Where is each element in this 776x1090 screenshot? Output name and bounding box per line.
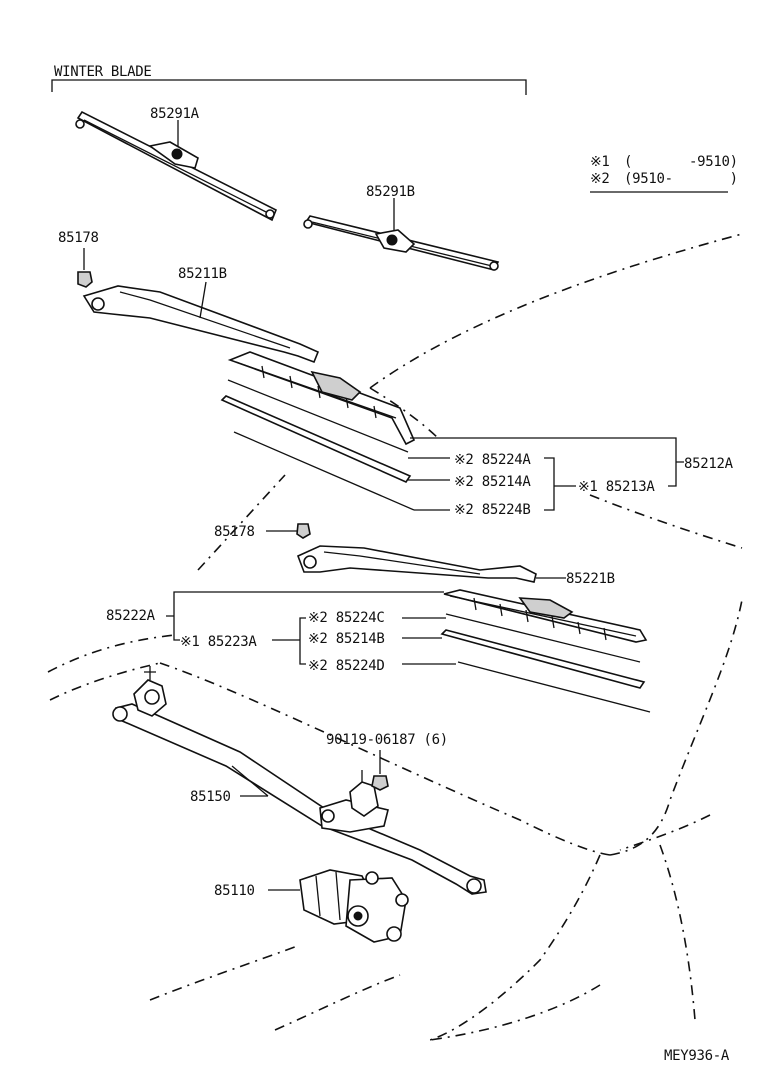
legend: ※1 ( -9510) ※2 (9510- ) — [590, 154, 738, 193]
label-85178-mid: 85178 — [214, 524, 255, 540]
bracket-85213a — [544, 457, 576, 511]
winter-blade-85291b-drawing — [303, 215, 500, 271]
strip-85224b-drawing — [233, 431, 415, 511]
label-85178-top: 85178 — [58, 230, 99, 246]
bracket-85223a — [272, 617, 306, 665]
label-85222a: 85222A — [106, 608, 156, 624]
nut-85178-top-drawing — [77, 271, 93, 288]
label-85224a: ※2 85224A — [454, 452, 531, 468]
winter-blade-bracket — [51, 79, 527, 95]
label-85211b: 85211B — [178, 266, 227, 282]
bolt-90119-drawing — [371, 775, 389, 791]
winter-blade-85291a-drawing — [75, 110, 278, 222]
legend-range-1: ( -9510) — [624, 154, 738, 170]
label-85224b: ※2 85224B — [454, 502, 530, 518]
winter-blade-header: WINTER BLADE — [54, 64, 152, 80]
label-85214a: ※2 85214A — [454, 474, 531, 490]
label-85223a: ※1 85223A — [180, 634, 257, 650]
label-85291b: 85291B — [366, 184, 415, 200]
strip-85214a-drawing — [220, 395, 412, 484]
label-85110: 85110 — [214, 883, 255, 899]
wiper-blade-85222a-drawing — [443, 589, 648, 643]
bracket-85212a — [410, 437, 684, 487]
wiper-link-85150-drawing — [112, 666, 487, 895]
label-85150: 85150 — [190, 789, 231, 805]
nut-85178-mid-drawing — [296, 523, 311, 539]
leader-85150-tip — [231, 765, 269, 797]
label-85212a: 85212A — [684, 456, 734, 472]
vehicle-body-outline — [47, 233, 743, 1041]
wiper-motor-85110-drawing — [299, 869, 409, 943]
strip-85214b-drawing — [440, 629, 646, 689]
label-85221b: 85221B — [566, 571, 615, 587]
strip-85224c-drawing — [445, 613, 641, 663]
legend-mark-1: ※1 — [590, 154, 610, 170]
label-90119: 90119-06187 (6) — [326, 732, 448, 748]
label-85214b: ※2 85214B — [308, 631, 384, 647]
legend-range-2: (9510- ) — [624, 171, 738, 187]
strip-85224a-drawing — [227, 379, 409, 453]
strip-85224d-drawing — [457, 661, 651, 713]
wiper-arm-85211b-drawing — [82, 285, 320, 364]
legend-mark-2: ※2 — [590, 171, 610, 187]
label-85213a: ※1 85213A — [578, 479, 655, 495]
label-85291a: 85291A — [150, 106, 200, 122]
wiper-blade-85212a-drawing — [227, 351, 416, 446]
bracket-85222a — [166, 591, 444, 641]
label-85224c: ※2 85224C — [308, 610, 384, 626]
label-85224d: ※2 85224D — [308, 658, 384, 674]
drawing-code: MEY936-A — [664, 1048, 730, 1064]
wiper-arm-85221b-drawing — [296, 545, 537, 583]
leader-85211b — [199, 281, 207, 319]
